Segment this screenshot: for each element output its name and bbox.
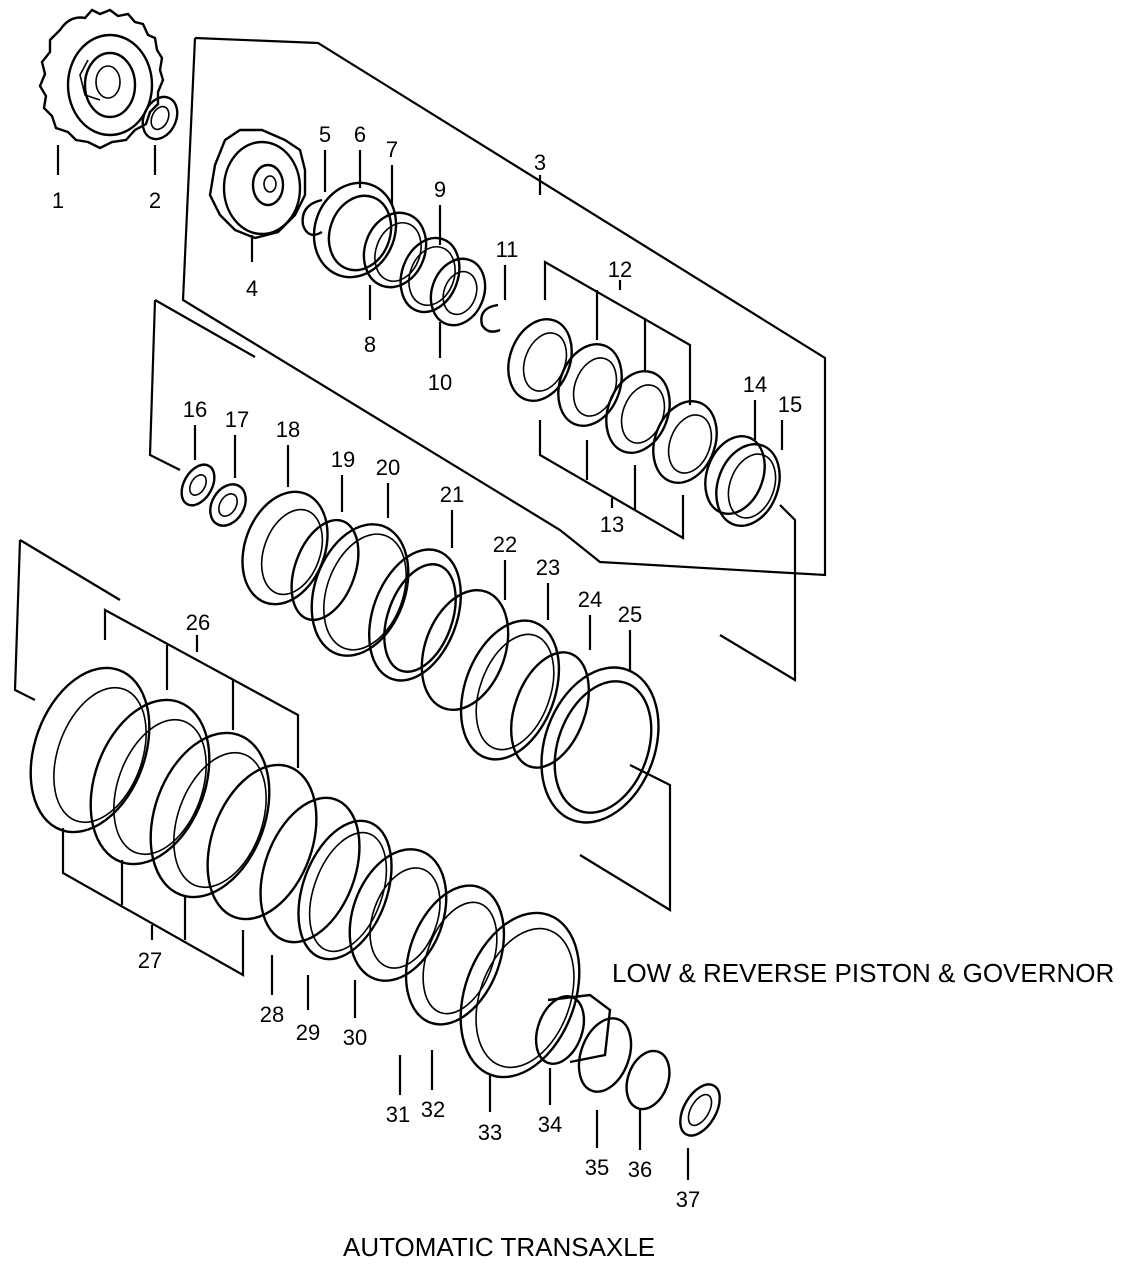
part-33-ring: [459, 911, 581, 1079]
part-34-governor-gear: [534, 993, 612, 1065]
callout-29: 29: [296, 1020, 320, 1045]
callout-labels: 1 2 3 4 5 6 7 8 9 10 11 12 13 14 15 16 1…: [52, 122, 802, 1212]
callout-21: 21: [440, 482, 464, 507]
callout-19: 19: [331, 447, 355, 472]
callout-37: 37: [676, 1187, 700, 1212]
callout-22: 22: [493, 532, 517, 557]
part-15-snap-ring: [715, 443, 781, 527]
callout-27: 27: [138, 948, 162, 973]
callout-12: 12: [608, 257, 632, 282]
callout-5: 5: [319, 122, 331, 147]
callout-14: 14: [743, 372, 767, 397]
callout-9: 9: [434, 177, 446, 202]
callout-11: 11: [496, 237, 519, 262]
part-24-snap-ring: [510, 651, 590, 769]
part-7-seal: [362, 211, 428, 289]
part-20-ring: [310, 523, 410, 657]
part-12-13-clutch-pack: [507, 318, 718, 484]
part-1-pump-assembly: [38, 8, 165, 150]
callout-35: 35: [585, 1155, 609, 1180]
callout-7: 7: [386, 137, 398, 162]
callout-6: 6: [354, 122, 366, 147]
callout-3: 3: [534, 150, 546, 175]
part-4-clutch-hub: [208, 128, 307, 240]
callout-30: 30: [343, 1025, 367, 1050]
callout-33: 33: [478, 1120, 502, 1145]
bracket-27: [61, 828, 245, 977]
callout-1: 1: [52, 188, 64, 213]
callout-16: 16: [183, 397, 207, 422]
callout-8: 8: [364, 332, 376, 357]
bracket-12: [543, 260, 692, 405]
part-5-snap-ring: [301, 198, 323, 236]
callout-34: 34: [538, 1112, 562, 1137]
part-28-plate: [259, 796, 361, 944]
part-21-one-way-clutch: [367, 548, 463, 682]
part-10-retainer: [429, 257, 487, 327]
part-30-gear: [348, 848, 448, 982]
callout-31: 31: [386, 1102, 410, 1127]
part-37-thrust-bearing: [679, 1083, 721, 1137]
callout-23: 23: [536, 555, 560, 580]
diagram-title: AUTOMATIC TRANSAXLE: [343, 1232, 655, 1262]
callout-10: 10: [428, 370, 452, 395]
callout-13: 13: [600, 512, 624, 537]
callout-15: 15: [778, 392, 802, 417]
part-2-washer: [141, 95, 179, 141]
part-6-piston: [312, 181, 398, 279]
bracket-13: [538, 420, 685, 540]
part-35-snap-ring: [577, 1017, 633, 1093]
group-3-bracket: [181, 36, 827, 577]
leader-lines: [56, 145, 784, 1180]
callout-17: 17: [225, 407, 249, 432]
part-17-thrust-washer: [209, 483, 247, 527]
part-29-snap-ring: [297, 819, 393, 961]
part-11-snap-ring: [480, 303, 501, 333]
callout-18: 18: [276, 417, 300, 442]
part-19-ring: [290, 518, 360, 622]
callout-26: 26: [186, 610, 210, 635]
callout-36: 36: [628, 1157, 652, 1182]
part-14-pressure-plate: [704, 435, 766, 515]
part-36-washer: [625, 1049, 671, 1111]
part-26-27-clutch-pack: [29, 666, 318, 921]
callout-28: 28: [260, 1002, 284, 1027]
group-lower-bracket: [13, 539, 672, 912]
callout-20: 20: [376, 455, 400, 480]
part-9-spring: [399, 236, 461, 314]
part-31-32-carrier: [404, 884, 506, 1026]
group-middle-bracket: [148, 299, 797, 682]
callout-32: 32: [421, 1097, 445, 1122]
part-25-plate: [540, 666, 660, 824]
callout-25: 25: [618, 602, 642, 627]
part-16-bearing: [180, 463, 216, 507]
part-22-ring: [420, 588, 510, 712]
diagram-subtitle: LOW & REVERSE PISTON & GOVERNOR: [612, 958, 1114, 988]
callout-4: 4: [246, 276, 258, 301]
bracket-26: [103, 608, 300, 768]
part-23-disc: [459, 619, 561, 761]
callout-2: 2: [149, 188, 161, 213]
callout-24: 24: [578, 587, 602, 612]
